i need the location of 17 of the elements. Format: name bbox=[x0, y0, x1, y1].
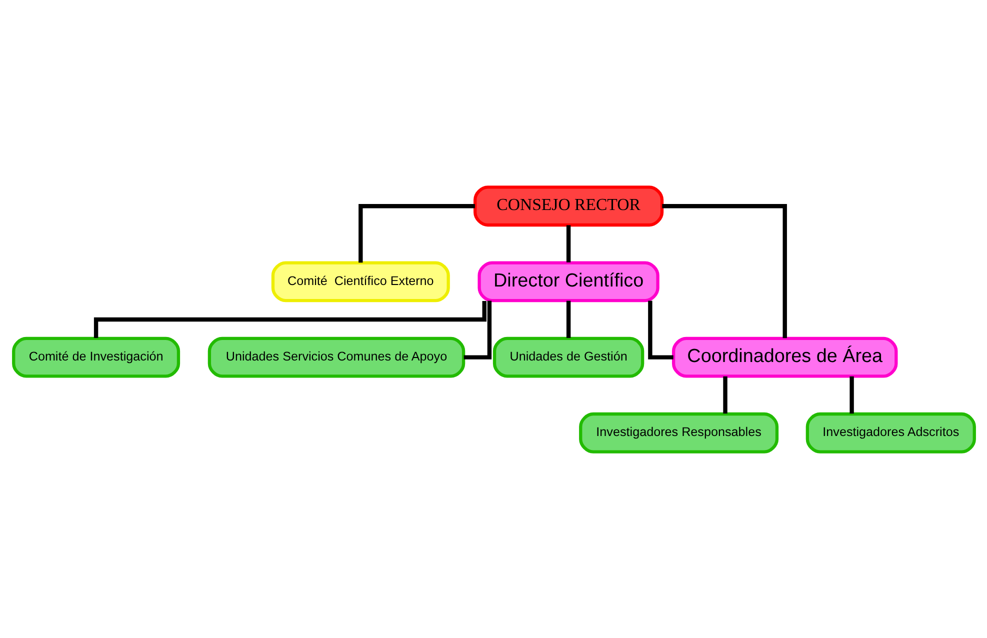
node-box: CONSEJO RECTOR bbox=[473, 185, 664, 226]
connector bbox=[849, 376, 854, 414]
node-box: Unidades de Gestión bbox=[492, 336, 644, 378]
connector bbox=[566, 224, 570, 262]
connector bbox=[566, 300, 570, 338]
connector bbox=[463, 300, 492, 359]
node-box: Unidades Servicios Comunes de Apoyo bbox=[207, 336, 465, 378]
node-box: Coordinadores de Área bbox=[671, 336, 898, 378]
node-box: Investigadores Responsables bbox=[578, 412, 778, 453]
connector bbox=[93, 300, 486, 338]
connector bbox=[722, 376, 727, 414]
node-box: Investigadores Adscritos bbox=[805, 412, 976, 453]
node-box: Comité Científico Externo bbox=[270, 260, 450, 302]
node-box: Director Científico bbox=[477, 260, 659, 302]
connector bbox=[662, 204, 786, 338]
node-box: Comité de Investigación bbox=[12, 336, 180, 378]
connector bbox=[358, 204, 474, 262]
